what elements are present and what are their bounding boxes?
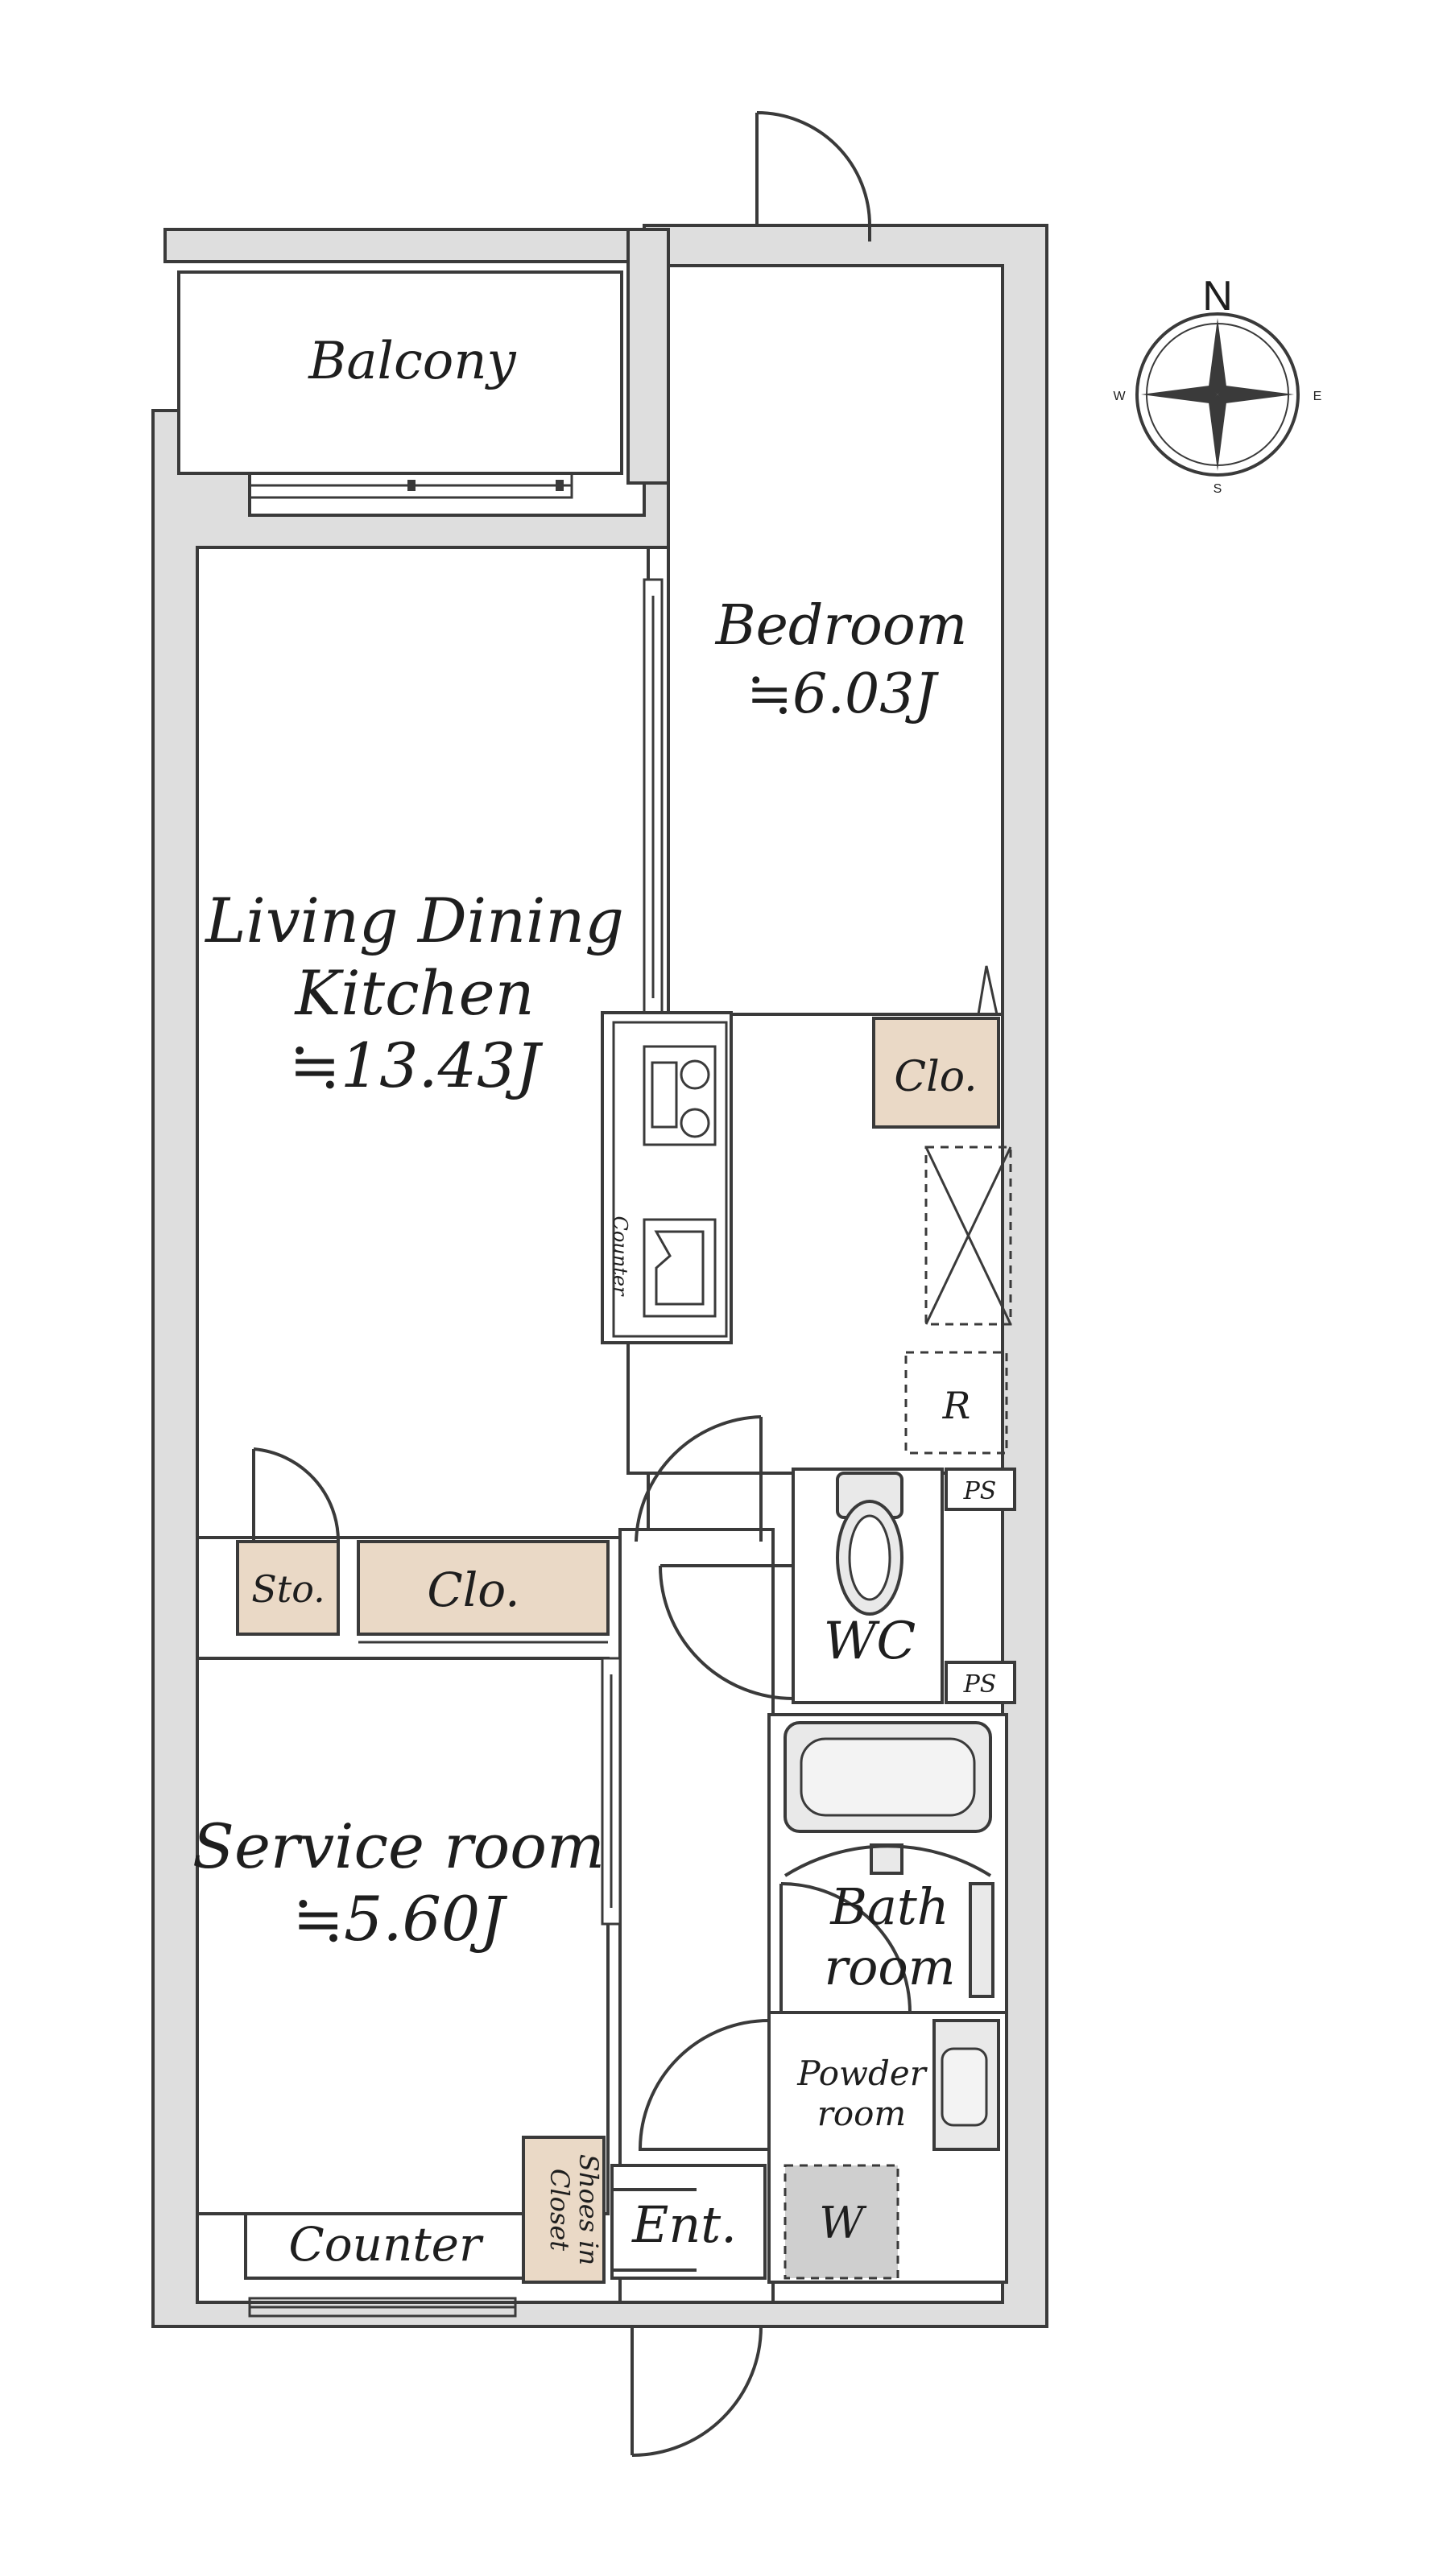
refrigerator-label: R [942,1384,971,1427]
sink-icon [643,1218,717,1318]
storage-door [252,1447,341,1542]
compass-icon [1135,312,1300,477]
compass-north-label: N [1202,273,1233,320]
ldk-hall-door [635,1415,763,1542]
hall-closet-label: Clo. [427,1563,519,1617]
washbasin-icon [932,2019,1000,2151]
bathtub-icon [784,1721,992,1875]
wc-door [659,1564,794,1700]
ldk-room [196,546,650,1539]
bedroom-closet-label: Clo. [894,1053,977,1101]
hall-closet [357,1540,610,1636]
kitchen-counter-label: Counter [609,1216,631,1297]
bedroom-label: Bedroom [714,594,968,658]
shoes-closet [522,2136,606,2284]
ldk-label-line2: Kitchen [293,957,534,1029]
pantry-space [924,1146,1012,1326]
washer-label: W [819,2198,867,2248]
entrance [610,2164,767,2280]
service-counter [244,2212,525,2280]
wc-label: WC [824,1612,916,1671]
pipe-space-2-label: PS [963,1670,997,1699]
storage-label: Sto. [251,1567,325,1611]
compass-east-label: E [1313,390,1322,403]
storage [236,1540,340,1636]
service-room [196,1657,610,2215]
powder-door [638,2019,770,2151]
bath-door [779,1882,912,2013]
balcony-label: Balcony [308,332,516,391]
bedroom-room [667,264,1004,1016]
powder-label-line1: Powder [796,2054,928,2093]
refrigerator-space [904,1351,1008,1455]
bath-label-line2: room [824,1938,955,1996]
shoes-closet-label-2: Closet [544,2169,575,2251]
powder-label-line2: room [817,2094,906,2133]
washer-space [784,2164,899,2280]
balcony-side-wall [626,228,670,485]
bath-label-line1: Bath [829,1877,949,1936]
pipe-space-1 [945,1468,1016,1511]
balcony-rail [163,228,634,263]
bedroom-closet [872,1017,1000,1129]
ldk-area: ≒13.43J [289,1030,543,1101]
entrance-door [631,2326,763,2457]
shoes-closet-label-1: Shoes in [573,2154,604,2265]
entrance-label: Ent. [631,2195,737,2254]
balcony-area [177,270,623,475]
stove-icon [643,1045,717,1146]
service-counter-label: Counter [288,2217,484,2272]
bedroom-area: ≒6.03J [746,663,939,726]
pipe-space-1-label: PS [963,1477,997,1505]
service-room-area: ≒5.60J [292,1883,507,1955]
pipe-space-2 [945,1661,1016,1704]
bedroom-door [755,111,871,226]
compass-west-label: W [1113,390,1126,403]
ldk-label-line1: Living Dining [204,885,624,956]
compass-south-label: S [1214,482,1222,496]
toilet-icon [836,1472,903,1616]
kitchen-counter [601,1011,733,1344]
service-room-label: Service room [192,1810,605,1882]
